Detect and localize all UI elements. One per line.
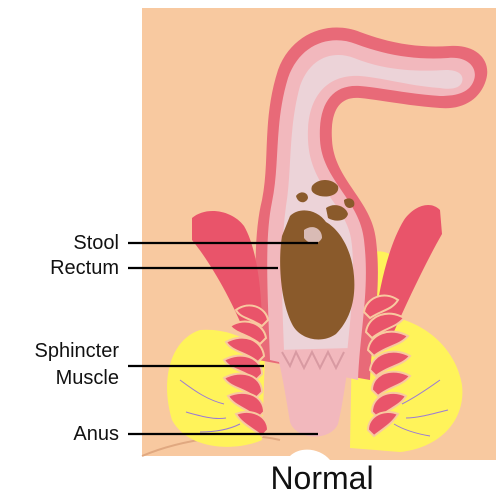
rectum-label: Rectum	[50, 257, 119, 279]
sphincter-label-line2: Muscle	[56, 367, 119, 389]
sphincter-label-line1: Sphincter	[35, 340, 120, 362]
anus-label: Anus	[73, 423, 119, 445]
stool-label: Stool	[73, 232, 119, 254]
caption: Normal	[270, 460, 373, 496]
